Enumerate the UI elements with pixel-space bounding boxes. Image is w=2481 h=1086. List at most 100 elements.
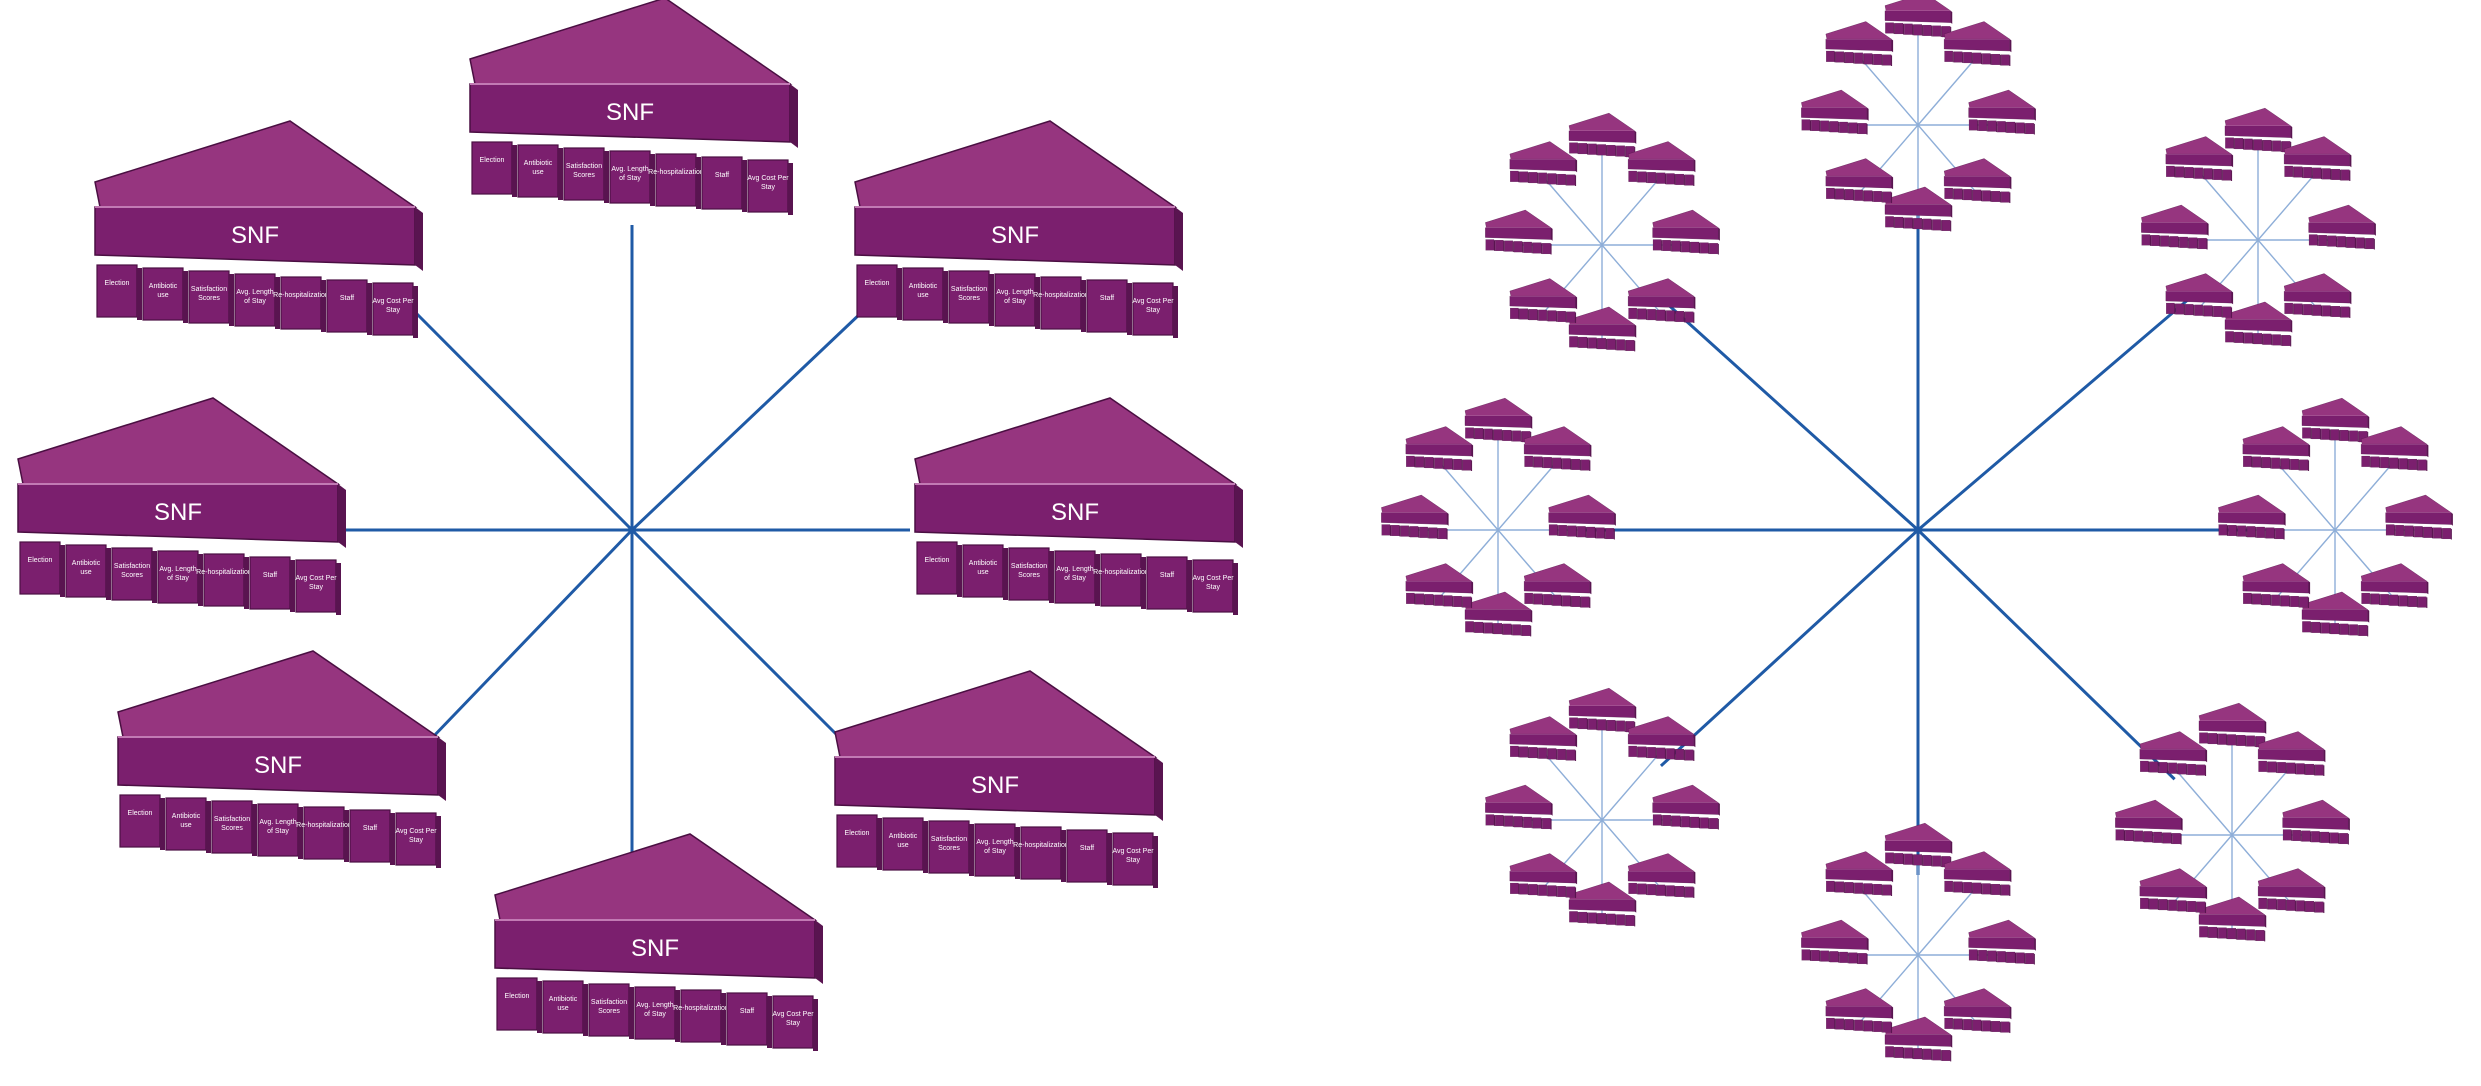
metric-tile — [1529, 309, 1539, 321]
metric-tile-face — [1647, 884, 1656, 896]
snf-roof — [1884, 1016, 1952, 1035]
metric-tile-face — [1607, 913, 1616, 925]
metric-label: use — [532, 169, 543, 176]
metric-tile — [2337, 236, 2347, 248]
metric-tile — [1647, 884, 1657, 896]
metric-tile-side — [2323, 902, 2325, 914]
metric-tile-side — [1511, 624, 1513, 636]
metric-tile-face — [1462, 459, 1472, 471]
metric-tile — [1923, 24, 1933, 37]
metric-tile-side — [2289, 459, 2291, 470]
mini-snf-node — [1485, 209, 1553, 255]
metric-tile — [2358, 625, 2369, 637]
metric-tile-face — [1547, 173, 1557, 185]
metric-label: use — [897, 842, 908, 849]
metric-tile-side — [2235, 928, 2237, 940]
metric-tile-side — [1587, 912, 1589, 924]
metric-tile-face — [1054, 550, 1096, 604]
metric-tile-side — [2187, 237, 2189, 249]
metric-tile — [1953, 51, 1964, 63]
metric-tile-face — [1485, 239, 1495, 251]
cluster-inner-spoke — [2231, 766, 2292, 836]
metric-tile-side — [2270, 594, 2272, 606]
metric-tile-side — [2310, 831, 2312, 843]
metric-tile-side — [1473, 428, 1475, 439]
metric-tile — [2151, 235, 2161, 247]
metric-tile-face — [2196, 764, 2206, 776]
metric-tile-face — [836, 814, 878, 868]
metric-tile-face — [1652, 814, 1662, 826]
metric-tile-face — [2218, 927, 2227, 939]
metric-tile-side — [2157, 899, 2159, 910]
metric-tile — [1504, 815, 1514, 828]
metric-tile-face — [2218, 733, 2227, 745]
metric-tile-face — [1666, 173, 1675, 185]
metric-label: Re-hospitalization — [1013, 842, 1069, 849]
metric-tile-side — [1881, 191, 1883, 203]
metric-label: Scores — [598, 1008, 620, 1015]
metric-tile-side — [2295, 763, 2297, 775]
metric-tile — [1685, 311, 1695, 324]
metric-tile-face — [2349, 430, 2358, 442]
metric-tile-side — [1661, 240, 1663, 251]
metric-tile-side — [957, 545, 962, 597]
metric-label: Staff — [740, 1008, 754, 1015]
metric-tile-face — [1465, 427, 1474, 439]
metric-tile-face — [2356, 237, 2365, 249]
metric-tile: Re-hospitalization — [273, 276, 329, 332]
snf-header-bar — [2308, 222, 2375, 235]
cluster-inner-spoke — [1917, 886, 1978, 956]
metric-tile-side — [2206, 238, 2208, 250]
metric-tile-face — [1982, 190, 1991, 202]
metric-tile-side — [2379, 457, 2381, 468]
metric-tile — [2228, 525, 2238, 537]
metric-tile — [1953, 881, 1964, 893]
metric-tile — [1848, 952, 1859, 964]
metric-tile — [2284, 165, 2294, 178]
metric-tile-face — [1923, 24, 1932, 36]
snf-roof — [2115, 799, 2182, 818]
snf-header-side — [1634, 899, 1637, 913]
metric-tile-face — [2272, 334, 2281, 346]
snf-roof — [1509, 716, 1576, 735]
metric-tile-face — [2246, 735, 2255, 747]
metric-tile — [1562, 595, 1572, 607]
metric-tile-side — [2336, 236, 2338, 248]
metric-tile-side — [2024, 953, 2026, 964]
metric-tile-face — [747, 159, 789, 213]
snf-roof — [2165, 136, 2232, 155]
metric-label: Re-hospitalization — [673, 1005, 729, 1012]
metric-tile-face — [1835, 881, 1845, 893]
metric-tile-side — [1881, 1021, 1883, 1033]
metric-tile-face — [1873, 1021, 1882, 1032]
snf-header-side — [1155, 757, 1163, 821]
metric-tile — [1616, 914, 1626, 926]
metric-label: Satisfaction — [214, 816, 250, 823]
metric-tile-face — [2318, 235, 2327, 246]
mini-snf-node — [1627, 853, 1696, 899]
metric-tile — [1982, 883, 1992, 895]
metric-tile — [1854, 189, 1864, 202]
snf-header-bar — [2224, 125, 2291, 138]
snf-roof — [1568, 306, 1636, 325]
mini-snf-node — [2139, 731, 2208, 776]
metric-label: use — [180, 822, 191, 829]
metric-tile-face — [1569, 142, 1578, 154]
metric-tile-side — [1605, 913, 1607, 925]
metric-tile-side — [2308, 460, 2310, 471]
metric-tile — [1873, 191, 1883, 203]
metric-tile — [1628, 170, 1638, 183]
metric-tile-side — [1843, 1019, 1845, 1030]
metric-tile-side — [1522, 242, 1524, 253]
snf-roof — [2198, 702, 2266, 721]
metric-tile-side — [1624, 915, 1626, 926]
metric-tile-face — [1858, 953, 1867, 965]
metric-tile-face — [1586, 526, 1596, 538]
snf-roof — [2385, 494, 2452, 513]
metric-tile-face — [2188, 237, 2198, 249]
metric-tile-face — [1941, 220, 1951, 231]
metric-tile-side — [1518, 308, 1520, 320]
metric-tile — [1873, 1021, 1883, 1033]
metric-tile-side — [1471, 597, 1473, 609]
snf-roof — [2301, 397, 2369, 416]
